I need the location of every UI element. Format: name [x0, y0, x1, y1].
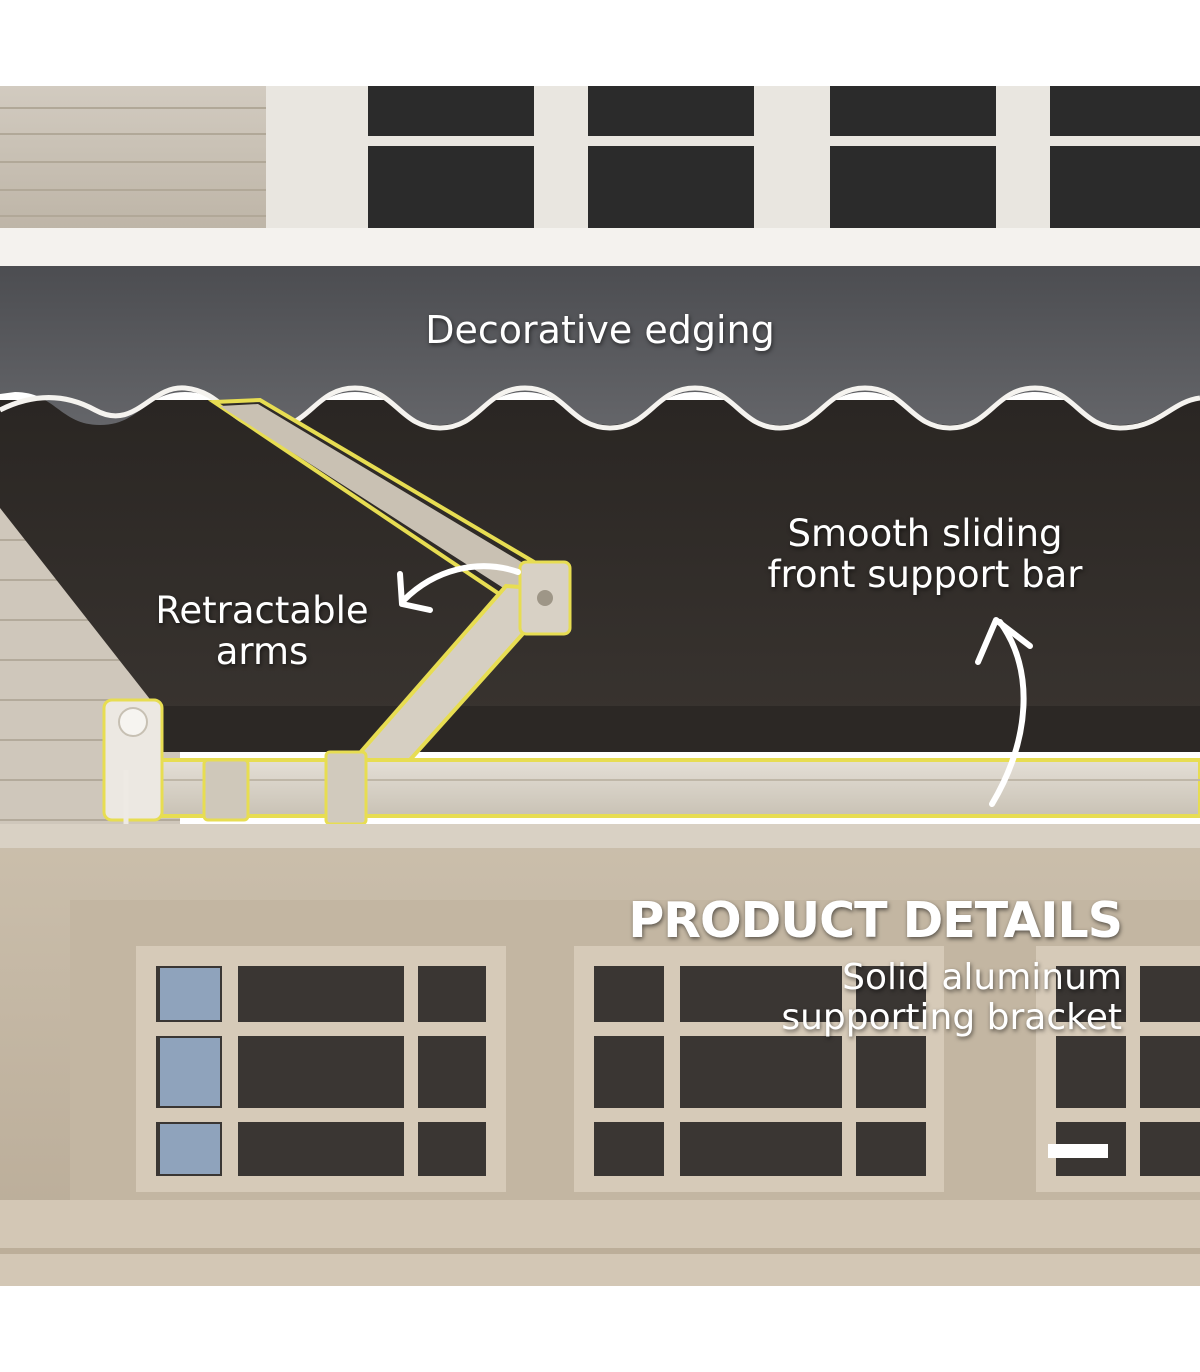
canopy-valance — [0, 266, 1200, 425]
support-bar-line1: Smooth sliding — [787, 512, 1063, 555]
fabric-roll — [160, 706, 1200, 752]
arrow-support-bar-icon — [975, 617, 1033, 807]
retractable-arms-line2: arms — [215, 630, 309, 673]
retractable-arm — [207, 397, 572, 783]
page-title: PRODUCT DETAILS — [628, 892, 1123, 949]
support-bar-label: Smooth sliding front support bar — [740, 513, 1110, 595]
canopy-fabric — [0, 400, 1200, 712]
arrow-arms-icon — [397, 563, 521, 613]
decorative-dash — [1048, 1144, 1108, 1158]
subtitle-line1: Solid aluminum — [842, 957, 1122, 998]
front-support-bar — [102, 698, 1200, 1286]
upper-wall — [0, 86, 1200, 266]
lower-facade — [0, 824, 1200, 1286]
valance-piping — [0, 385, 1200, 431]
retractable-arms-label: Retractable arms — [140, 590, 384, 672]
decorative-edging-label: Decorative edging — [425, 308, 775, 352]
retractable-arms-line1: Retractable — [155, 589, 369, 632]
subtitle-line2: supporting bracket — [781, 997, 1122, 1038]
product-subtitle: Solid aluminum supporting bracket — [781, 958, 1122, 1038]
support-bar-line2: front support bar — [767, 553, 1083, 596]
